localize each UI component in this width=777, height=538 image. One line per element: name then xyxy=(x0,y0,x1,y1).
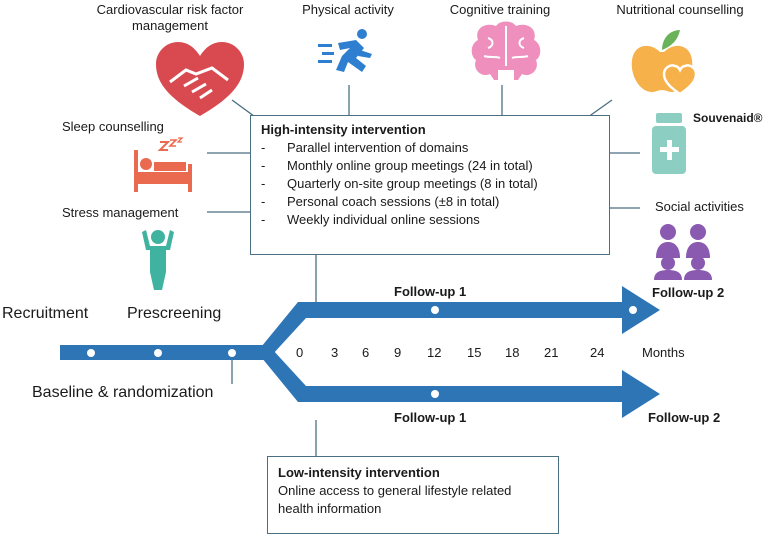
month-tick: 6 xyxy=(362,345,370,360)
dot-recruitment xyxy=(87,349,95,357)
runner-icon xyxy=(318,29,372,72)
label-sleep-counselling: Sleep counselling xyxy=(62,119,164,134)
high-intensity-list: -Parallel intervention of domains -Month… xyxy=(261,139,599,229)
brain-icon xyxy=(471,21,541,80)
main-timeline-bar xyxy=(60,345,265,360)
list-item: -Quarterly on-site group meetings (8 in … xyxy=(261,176,538,191)
label-physical-activity: Physical activity xyxy=(302,2,394,17)
month-tick: 18 xyxy=(505,345,520,360)
label-cardiovascular: Cardiovascular risk factor management xyxy=(96,2,244,33)
month-tick: 9 xyxy=(394,345,402,360)
month-tick: 15 xyxy=(467,345,482,360)
list-item: -Weekly individual online sessions xyxy=(261,212,480,227)
label-nutritional-counselling: Nutritional counselling xyxy=(616,2,744,17)
label-followup1-bottom: Follow-up 1 xyxy=(394,410,467,425)
low-intensity-text: Online access to general lifestyle relat… xyxy=(278,483,512,516)
dot-followup2-top xyxy=(629,306,637,314)
list-item: -Parallel intervention of domains xyxy=(261,140,469,155)
month-tick: 24 xyxy=(590,345,605,360)
people-icon xyxy=(654,224,712,280)
timeline-arrows xyxy=(60,286,660,418)
label-followup1-top: Follow-up 1 xyxy=(394,284,467,299)
list-item: -Monthly online group meetings (24 in to… xyxy=(261,158,533,173)
dot-prescreening xyxy=(154,349,162,357)
milestone-dots xyxy=(87,306,637,398)
dot-followup1-bottom xyxy=(431,390,439,398)
month-tick: 21 xyxy=(544,345,559,360)
label-stress-management: Stress management xyxy=(62,205,179,220)
month-tick: 3 xyxy=(331,345,339,360)
months-axis-label: Months xyxy=(642,345,685,360)
label-recruitment: Recruitment xyxy=(2,305,89,322)
dot-baseline xyxy=(228,349,236,357)
list-item: -Personal coach sessions (±8 in total) xyxy=(261,194,500,209)
heart-hands-icon xyxy=(156,42,244,116)
label-cognitive-training: Cognitive training xyxy=(449,2,551,17)
branch-arrow-upper xyxy=(257,286,660,355)
high-intensity-title: High-intensity intervention xyxy=(261,122,426,137)
month-tick: 12 xyxy=(427,345,442,360)
medicine-bottle-icon xyxy=(652,113,686,174)
low-intensity-box: Low-intensity intervention Online access… xyxy=(267,456,559,534)
high-intensity-box: High-intensity intervention -Parallel in… xyxy=(250,115,610,255)
month-tick: 0 xyxy=(296,345,304,360)
branch-arrow-lower xyxy=(257,349,660,418)
label-baseline-randomization: Baseline & randomization xyxy=(32,384,214,401)
apple-heart-icon xyxy=(631,30,698,96)
label-prescreening: Prescreening xyxy=(127,305,222,322)
label-followup2-top: Follow-up 2 xyxy=(652,285,725,300)
label-social-activities: Social activities xyxy=(655,199,744,214)
low-intensity-title: Low-intensity intervention xyxy=(278,465,440,480)
dot-followup1-top xyxy=(431,306,439,314)
label-followup2-bottom: Follow-up 2 xyxy=(648,410,721,425)
label-souvenaid: Souvenaid® xyxy=(693,111,763,125)
sleep-icon xyxy=(134,137,192,192)
person-hands-on-head-icon xyxy=(142,230,174,290)
